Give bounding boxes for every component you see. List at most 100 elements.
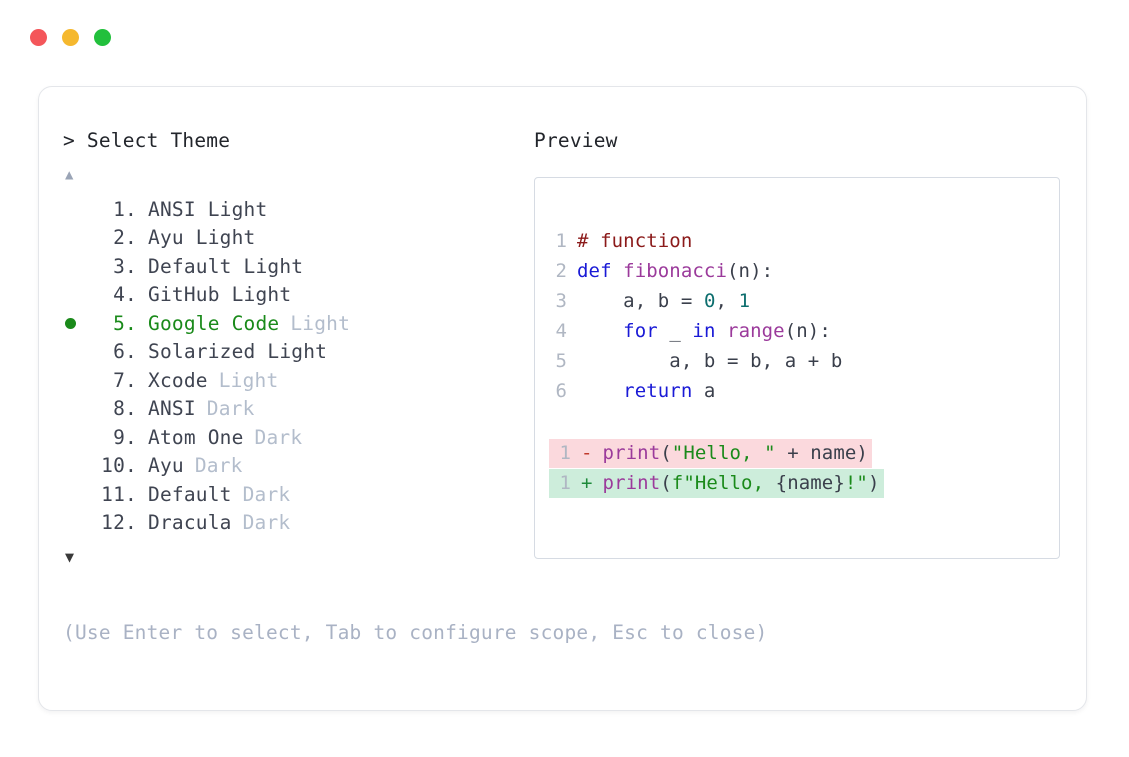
minimize-window-button[interactable] [62,29,79,46]
code-token: _ [657,319,693,342]
diff-line-number: 1 [559,441,571,464]
code-line: 5 a, b = b, a + b [535,350,1059,380]
theme-item-variant-tag: Dark [242,482,291,506]
code-line-text: a, b = b, a + b [577,350,842,372]
code-line-text: # function [577,230,692,252]
diff-line-add: 1 + print(f"Hello, {name}!") [535,468,1059,500]
code-token: 1 [738,289,751,312]
theme-list-item[interactable]: 11. Default Dark [63,483,533,512]
theme-item-name: Ayu [148,454,184,477]
theme-list-item[interactable]: 6. Solarized Light [63,340,533,369]
code-line-text: def fibonacci(n): [577,260,773,282]
theme-item-variant-tag: Light [290,311,351,335]
theme-item-index: 4. [113,283,137,306]
line-number: 1 [555,229,567,252]
theme-item-index: 5. [113,311,137,335]
page-title: > Select Theme [63,129,231,152]
code-token: !" [844,471,868,494]
theme-item-index: 3. [113,254,137,278]
diff-sign: + [581,471,593,494]
theme-item-name: Dracula [148,511,232,534]
theme-item-variant-tag: Dark [206,397,255,420]
theme-list-item[interactable]: 3.Default Light [63,255,533,284]
theme-list-item[interactable]: 1.ANSI Light [63,198,533,227]
scroll-up-icon[interactable]: ▲ [65,166,74,183]
theme-list-item[interactable]: 10. Ayu Dark [63,454,533,483]
theme-item-name: Atom One [148,425,244,449]
line-number: 3 [555,289,567,312]
code-token: , [715,289,739,312]
theme-item-index: 12. [101,511,137,534]
window-titlebar [30,29,111,46]
theme-list-item[interactable]: 4. GitHub Light [63,283,533,312]
maximize-window-button[interactable] [94,29,111,46]
code-token: ( [660,471,672,494]
theme-item-name: Xcode [148,368,208,392]
keyboard-hint: (Use Enter to select, Tab to configure s… [63,621,768,644]
code-line: 1 # function [535,230,1059,260]
code-token: for [623,319,658,342]
code-token: print [602,441,661,464]
close-window-button[interactable] [30,29,47,46]
theme-item-index: 10. [101,454,137,477]
code-line-text: return a [577,380,715,402]
code-token [715,320,727,342]
code-line: 4 for _ in range(n): [535,320,1059,350]
code-token: def [577,259,624,282]
code-token: fibonacci [623,259,728,282]
theme-item-index: 1. [113,197,137,221]
code-token: (n): [784,319,831,342]
code-token: # function [577,229,693,252]
theme-item-index: 11. [101,482,137,506]
line-number: 5 [555,349,567,372]
diff-line-body: 1-print("Hello, " + name) [549,438,872,468]
line-number: 4 [555,319,567,342]
selected-bullet-icon [65,317,76,329]
code-token: print [602,471,661,494]
theme-item-name: GitHub Light [148,283,292,306]
diff-sign: - [581,441,593,464]
code-token: (n): [727,259,774,282]
theme-item-variant-tag: Dark [194,454,243,477]
diff-line-del: 1-print("Hello, " + name) [535,438,1059,470]
code-token: ( [660,441,672,464]
code-token: f"Hello, [671,471,776,494]
code-token: {name} [775,471,845,494]
theme-item-variant-tag: Dark [242,511,291,534]
theme-list-item[interactable]: 2.Ayu Light [63,226,533,255]
diff-line-number: 1 [559,471,571,494]
theme-item-index: 9. [113,425,137,449]
preview-label: Preview [534,129,618,152]
line-number: 6 [555,379,567,402]
theme-item-index: 8. [113,397,137,420]
theme-item-name: Solarized Light [148,340,328,363]
code-token: range [727,319,785,342]
code-token [577,320,623,342]
code-line-text: a, b = 0, 1 [577,290,750,312]
code-token: in [692,319,716,342]
code-token: a [692,379,716,402]
theme-item-index: 6. [113,340,137,363]
code-spacer [535,410,1059,440]
theme-item-index: 2. [113,226,137,249]
theme-item-name: Default [148,482,232,506]
code-token: + name) [775,441,868,464]
theme-list-item[interactable]: 12. Dracula Dark [63,511,533,540]
code-token: ) [867,471,880,494]
code-line: 3 a, b = 0, 1 [535,290,1059,320]
diff-line-text: print(f"Hello, {name}!") [603,472,880,494]
code-token: "Hello, " [671,441,776,464]
theme-item-variant-tag: Light [218,368,279,392]
scroll-down-icon[interactable]: ▼ [65,547,75,566]
code-line-text: for _ in range(n): [577,320,831,342]
